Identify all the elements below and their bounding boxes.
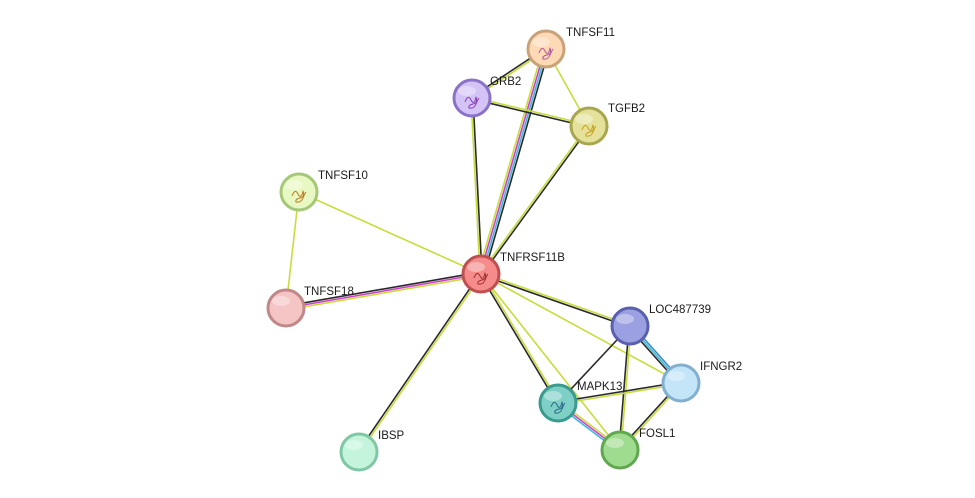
node-label: MAPK13 — [577, 381, 622, 393]
node-label: TNFSF10 — [318, 170, 368, 182]
edge-strand — [470, 97, 481, 275]
node-circle[interactable] — [600, 430, 640, 470]
edge-grb2-tgfb2[interactable] — [470, 96, 591, 128]
node-tnfsf18[interactable]: TNFSF18 — [266, 286, 354, 328]
edge-strand — [480, 273, 621, 451]
node-highlight — [272, 296, 290, 306]
edge-strand — [298, 191, 482, 275]
node-highlight — [532, 37, 550, 47]
edge-strand — [479, 274, 631, 328]
protein-structure-icon — [550, 401, 566, 414]
edge-tnfrsf11b-tnfsf10[interactable] — [298, 191, 482, 275]
edge-ifngr2-mapk13[interactable] — [557, 381, 682, 405]
edge-strand — [479, 273, 558, 405]
edge-tnfrsf11b-grb2[interactable] — [470, 97, 483, 275]
node-circle[interactable] — [610, 306, 650, 346]
node-highlight — [667, 371, 685, 381]
edge-strand — [557, 381, 682, 403]
node-highlight — [544, 391, 562, 401]
node-circle[interactable] — [266, 288, 306, 328]
node-highlight — [458, 86, 476, 96]
node-label: GRB2 — [490, 76, 521, 88]
edge-strand — [477, 47, 544, 274]
protein-structure-icon — [581, 124, 597, 137]
edge-strand — [285, 275, 483, 311]
node-tnfrsf11b[interactable]: TNFRSF11B — [461, 252, 565, 294]
edge-strand — [470, 98, 590, 128]
node-label: TNFSF18 — [304, 286, 354, 298]
node-label: LOC487739 — [649, 304, 711, 316]
edge-tnfrsf11b-mapk13[interactable] — [479, 272, 560, 405]
edge-tnfrsf11b-tnfsf18[interactable] — [284, 271, 483, 311]
node-grb2[interactable]: GRB2 — [452, 76, 521, 118]
node-circle[interactable] — [452, 78, 492, 118]
edge-strand — [357, 272, 481, 453]
node-highlight — [285, 180, 303, 190]
protein-structure-icon — [473, 272, 489, 285]
node-loc487739[interactable]: LOC487739 — [610, 304, 711, 346]
node-label: IBSP — [378, 430, 405, 442]
node-label: TNFSF11 — [566, 27, 615, 39]
node-ibsp[interactable]: IBSP — [339, 430, 405, 472]
edge-tnfrsf11b-ibsp[interactable] — [357, 272, 483, 454]
node-label: TNFRSF11B — [500, 252, 565, 264]
edge-strand — [479, 124, 589, 275]
node-highlight — [616, 314, 634, 324]
node-circle[interactable] — [339, 432, 379, 472]
node-fosl1[interactable]: FOSL1 — [600, 428, 675, 470]
edge-tnfrsf11b-ifngr2[interactable] — [480, 273, 682, 384]
node-circle[interactable] — [279, 172, 319, 212]
node-circle[interactable] — [526, 29, 566, 69]
edge-strand — [479, 47, 546, 275]
node-mapk13[interactable]: MAPK13 — [538, 381, 622, 423]
node-tnfsf11[interactable]: TNFSF11 — [526, 27, 615, 69]
edge-strand — [480, 272, 632, 326]
edge-tnfrsf11b-loc487739[interactable] — [479, 272, 632, 328]
node-tnfsf10[interactable]: TNFSF10 — [279, 170, 368, 212]
node-label: IFNGR2 — [700, 361, 742, 373]
node-tgfb2[interactable]: TGFB2 — [569, 103, 645, 146]
node-highlight — [575, 114, 593, 124]
protein-structure-icon — [538, 47, 554, 60]
edge-strand — [481, 272, 560, 404]
edge-strand — [481, 48, 548, 276]
edge-strand — [359, 273, 483, 454]
node-ifngr2[interactable]: IFNGR2 — [661, 361, 742, 403]
node-circle[interactable] — [569, 106, 609, 146]
edge-strand — [483, 49, 550, 276]
edge-strand — [480, 273, 682, 384]
edge-strand — [620, 325, 632, 451]
node-highlight — [467, 262, 485, 272]
edge-tnfrsf11b-tnfsf11[interactable] — [477, 47, 550, 276]
edge-tnfrsf11b-tgfb2[interactable] — [479, 124, 591, 276]
node-highlight — [606, 438, 624, 448]
edge-strand — [284, 271, 482, 307]
edge-strand — [285, 273, 482, 309]
edge-strand — [481, 125, 591, 276]
edge-loc487739-fosl1[interactable] — [618, 325, 632, 451]
node-circle[interactable] — [538, 383, 578, 423]
node-circle[interactable] — [461, 254, 501, 294]
protein-structure-icon — [464, 96, 480, 109]
edge-tnfrsf11b-fosl1[interactable] — [480, 273, 621, 451]
node-label: FOSL1 — [639, 428, 675, 440]
edge-strand — [471, 96, 591, 126]
node-circle[interactable] — [661, 363, 701, 403]
node-highlight — [345, 440, 363, 450]
edge-strand — [472, 97, 483, 275]
edge-strand — [557, 383, 682, 405]
protein-structure-icon — [291, 190, 307, 203]
node-label: TGFB2 — [608, 103, 645, 115]
edge-strand — [618, 325, 630, 451]
